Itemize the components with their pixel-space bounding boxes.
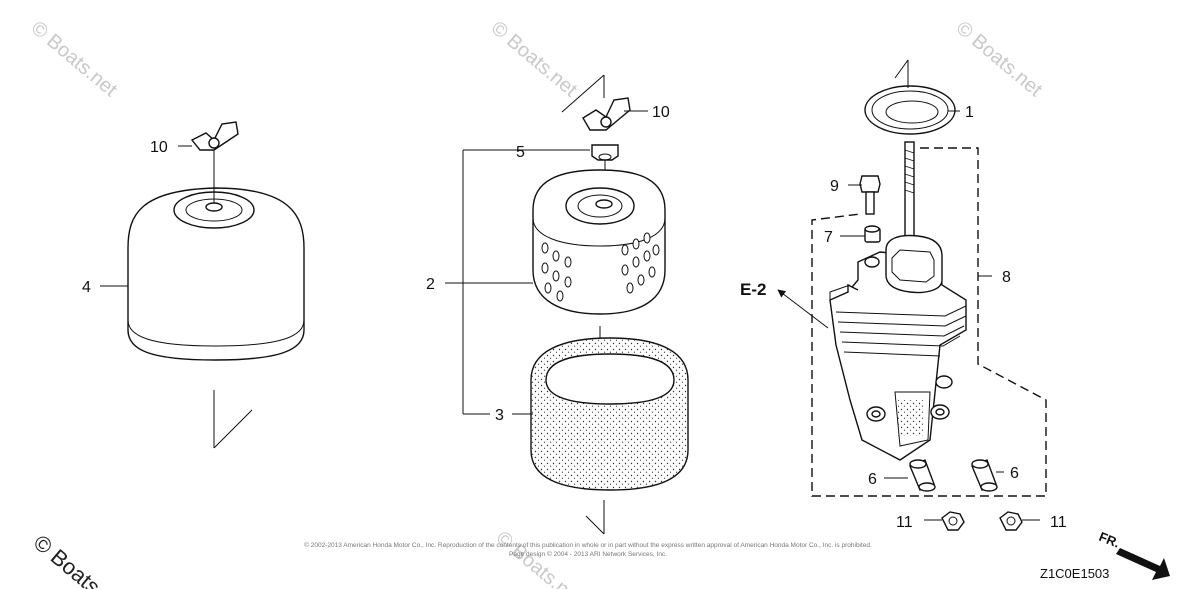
callout-8: 8 [1002, 269, 1011, 286]
callout-4: 4 [82, 279, 91, 296]
callout-10-center: 10 [652, 104, 670, 121]
callout-5: 5 [516, 144, 525, 161]
copyright-line-2: Page design © 2004 - 2013 ARI Network Se… [509, 550, 667, 558]
part-6-tube-left [909, 459, 936, 492]
part-3-outer-foam-filter [530, 337, 689, 535]
copyright-line-1: © 2002-2013 American Honda Motor Co., In… [304, 541, 872, 549]
callout-2: 2 [426, 276, 435, 293]
part-9-bolt [859, 175, 881, 215]
callout-6-right: 6 [1010, 465, 1019, 482]
part-2-air-filter-element [532, 169, 666, 398]
callout-1: 1 [965, 104, 974, 121]
front-direction-arrow-icon: FR. [1097, 529, 1170, 580]
watermark-top-center: © Boats.net [487, 17, 582, 101]
callout-7: 7 [824, 229, 833, 246]
callout-9: 9 [830, 178, 839, 195]
callout-3: 3 [495, 407, 504, 424]
part-4-air-cleaner-cover [127, 150, 305, 449]
part-11-nut-left [941, 511, 965, 531]
watermark-bottom-left: © Boats [29, 530, 105, 589]
part-7-collar [864, 225, 881, 243]
watermark-top-left: © Boats.net [27, 17, 122, 101]
part-10-wing-nut-center [561, 74, 631, 131]
direction-label: FR. [1097, 529, 1122, 551]
callout-6-left: 6 [868, 471, 877, 488]
callout-11-right: 11 [1050, 514, 1067, 531]
callout-ref-e2: E-2 [740, 280, 766, 299]
callouts: 10 4 10 5 2 3 1 9 7 8 E-2 6 6 11 11 [82, 104, 1067, 531]
drawing-code: Z1C0E1503 [1040, 566, 1109, 581]
part-6-tube-right [971, 459, 998, 492]
watermark-top-right: © Boats.net [952, 17, 1047, 101]
callout-10-left: 10 [150, 139, 168, 156]
bracket-center [445, 110, 648, 415]
part-11-nut-right [999, 511, 1023, 531]
part-8-air-cleaner-case [829, 141, 967, 461]
part-1-packing-ring [864, 59, 960, 135]
leaders-left [100, 145, 192, 287]
leaders-right [777, 184, 1040, 521]
bracket-right-dashed [811, 147, 1047, 497]
part-10-wing-nut-left [190, 121, 239, 151]
callout-11-left: 11 [896, 514, 913, 531]
